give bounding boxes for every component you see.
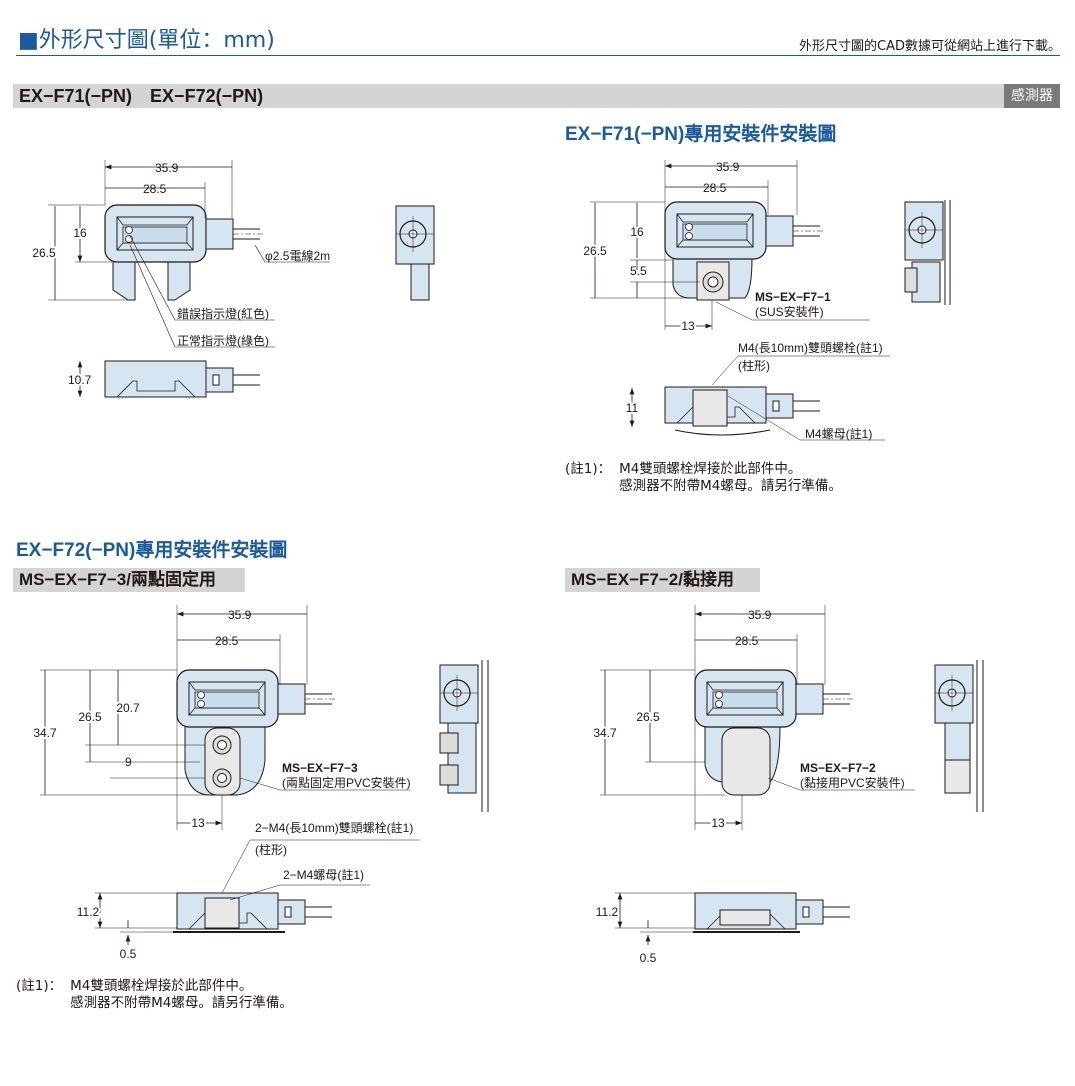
dim-gap: 0.5 — [120, 947, 137, 961]
two-point-bottom-view: 11.2 0.5 2−M4(長10mm)雙頭螺栓(註1) (柱形) 2−M4螺母… — [75, 820, 420, 961]
title-divider — [16, 55, 1060, 56]
dim-bolt-x: 13 — [681, 319, 695, 333]
dim-width-body: 28.5 — [143, 182, 167, 196]
f71-bottom-view: 11 M4(長10mm)雙頭螺栓(註1) (柱形) M4螺母(註1) — [624, 340, 890, 441]
dim-upper: 20.7 — [116, 701, 140, 715]
dim-x: 13 — [711, 816, 725, 830]
note-line: 感測器不附帶M4螺母。請另行準備。 — [619, 478, 842, 494]
dim-bolt-x: 13 — [191, 816, 205, 830]
part-number: MS−EX−F7−3 — [282, 761, 358, 775]
dim-width-body: 28.5 — [703, 181, 727, 195]
note-prefix: (註1)： — [565, 461, 612, 477]
sensor-front-view: 35.9 28.5 26.5 16 φ2.5電線2m 錯誤指示燈(紅色) 正常指… — [30, 160, 330, 348]
dim-pitch: 9 — [125, 755, 132, 769]
dim-height-total: 34.7 — [33, 726, 57, 740]
error-led-label: 錯誤指示燈(紅色) — [177, 306, 269, 321]
bolt-label: 2−M4(長10mm)雙頭螺栓(註1) — [255, 820, 413, 835]
adhesive-title: MS−EX−F7−2/黏接用 — [565, 568, 760, 592]
note-prefix: (註1)： — [16, 978, 63, 994]
model-bar: EX−F71(−PN) EX−F72(−PN) — [13, 84, 1060, 108]
two-point-side-view — [439, 660, 489, 812]
nut-label: 2−M4螺母(註1) — [283, 868, 364, 882]
f71-note: (註1)： M4雙頭螺栓焊接於此部件中。感測器不附帶M4螺母。請另行準備。 — [565, 461, 842, 495]
sensor-bottom-view: 10.7 — [66, 360, 261, 398]
adhesive-front-view: 35.9 28.5 34.7 26.5 13 MS−EX−F7−2 (黏接用PV… — [591, 605, 915, 832]
dim-width-body: 28.5 — [215, 634, 239, 648]
two-point-title: MS−EX−F7−3/兩點固定用 — [13, 568, 245, 592]
f71-mount-heading: EX−F71(−PN)專用安裝件安裝圖 — [565, 124, 837, 145]
dim-width-total: 35.9 — [716, 160, 740, 174]
dim-height-total: 34.7 — [593, 726, 617, 740]
dim-width-total: 35.9 — [748, 608, 772, 622]
f71-side-view — [904, 200, 951, 305]
part-number: MS−EX−F7−2 — [800, 761, 876, 775]
bolt-label: M4(長10mm)雙頭螺栓(註1) — [738, 340, 883, 355]
page-title: ■外形尺寸圖(單位：mm) — [18, 28, 275, 53]
note-line: M4雙頭螺栓焊接於此部件中。 — [70, 978, 253, 994]
dim-gap: 0.5 — [640, 951, 657, 965]
f72-mount-heading: EX−F72(−PN)專用安裝件安裝圖 — [16, 540, 288, 561]
sensor-side-view — [395, 205, 435, 301]
dim-height: 26.5 — [583, 244, 607, 258]
dim-thickness: 11.2 — [77, 905, 100, 919]
nut-label: M4螺母(註1) — [805, 427, 872, 441]
dim-body-height: 16 — [630, 225, 644, 239]
part-number: MS−EX−F7−1 — [755, 290, 831, 304]
cad-download-note: 外形尺寸圖的CAD數據可從網站上進行下載。 — [799, 39, 1061, 54]
normal-led-label: 正常指示燈(綠色) — [177, 333, 269, 348]
dim-height: 26.5 — [32, 246, 56, 260]
dim-thickness: 11.2 — [596, 905, 619, 919]
part-description: (黏接用PVC安裝件) — [800, 775, 905, 790]
f71-front-view: 35.9 28.5 26.5 16 5.5 13 MS−EX−F7−1 (SUS… — [581, 160, 870, 335]
adhesive-side-view — [934, 660, 984, 812]
two-point-front-view: 35.9 28.5 34.7 26.5 20.7 9 13 MS−EX−F7−3… — [31, 605, 411, 832]
note-line: 感測器不附帶M4螺母。請另行準備。 — [70, 995, 293, 1011]
bolt-shape: (柱形) — [738, 358, 770, 373]
dim-width-total: 35.9 — [155, 161, 179, 175]
part-description: (兩點固定用PVC安裝件) — [282, 775, 411, 790]
adhesive-bottom-view: 11.2 0.5 — [594, 892, 851, 965]
dim-height: 26.5 — [78, 710, 102, 724]
dim-thickness: 10.7 — [68, 373, 92, 387]
category-badge: 感測器 — [1004, 84, 1060, 108]
dim-width-total: 35.9 — [228, 608, 252, 622]
note-line: M4雙頭螺栓焊接於此部件中。 — [619, 461, 802, 477]
dim-bolt-offset: 5.5 — [630, 264, 647, 278]
bolt-shape: (柱形) — [255, 842, 287, 857]
dim-width-body: 28.5 — [735, 634, 759, 648]
dim-body-height: 16 — [73, 226, 87, 240]
dim-thickness: 11 — [626, 401, 639, 415]
part-description: (SUS安裝件) — [755, 304, 824, 319]
dim-height: 26.5 — [636, 710, 660, 724]
f72-note: (註1)： M4雙頭螺栓焊接於此部件中。感測器不附帶M4螺母。請另行準備。 — [16, 978, 293, 1012]
cable-label: φ2.5電線2m — [265, 248, 330, 263]
